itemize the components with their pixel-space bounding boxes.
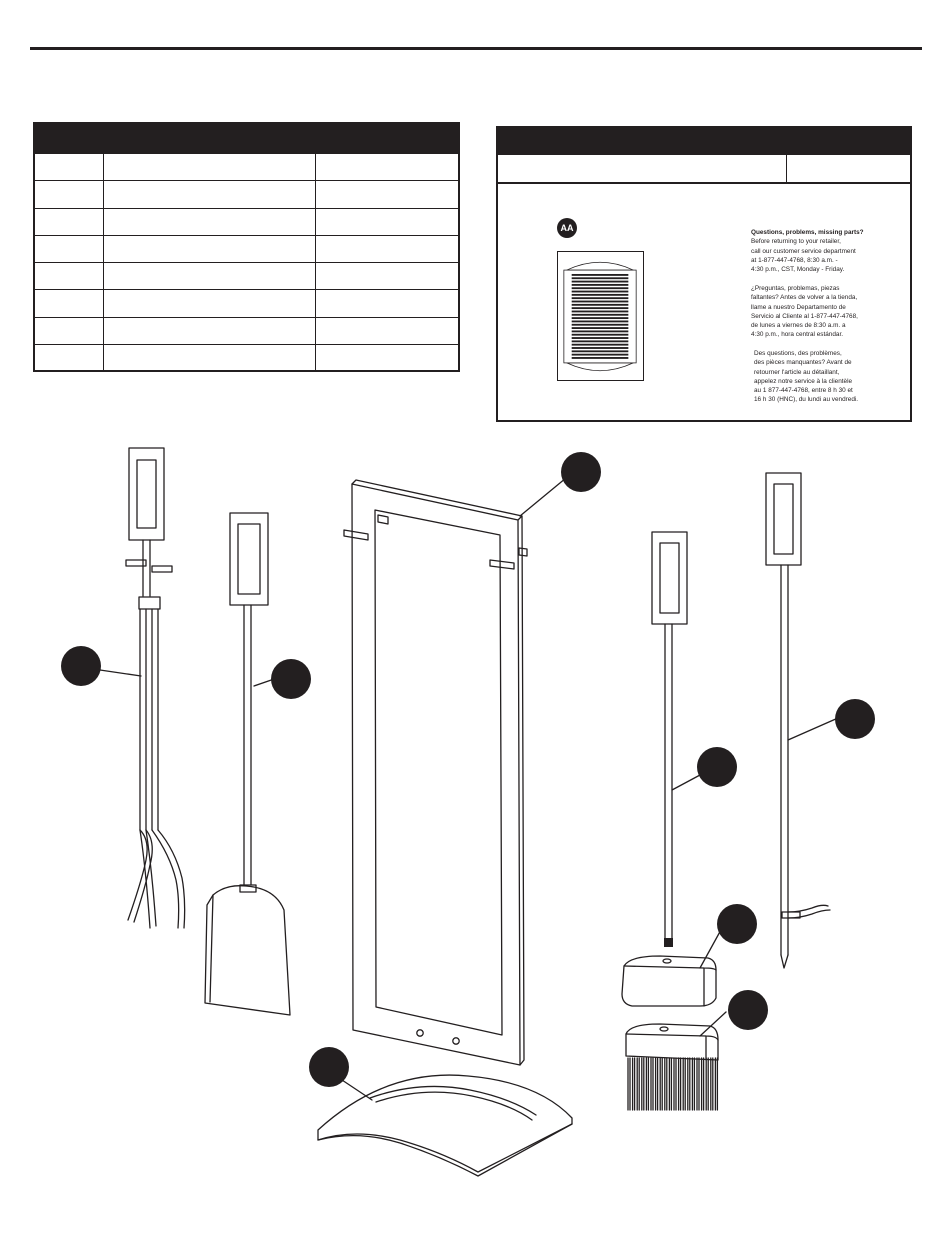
hardware-box-subrow (498, 155, 910, 184)
callout-brush-icon (728, 990, 768, 1030)
table-row (35, 316, 458, 345)
callout-stand-base-icon (309, 1047, 349, 1087)
bristle (687, 1057, 691, 1111)
brush-bristles-icon (625, 1011, 727, 1111)
screw-row (571, 353, 629, 356)
bristle (677, 1057, 682, 1111)
table-row (35, 153, 458, 181)
screw-row (571, 273, 629, 276)
callout-poker-icon (835, 699, 875, 739)
screw-row (571, 323, 629, 326)
help-text-french: Des questions, des problèmes, des pièces… (754, 350, 859, 404)
parts-list-table (33, 122, 460, 372)
screw-row (571, 350, 629, 353)
hardware-box (496, 126, 912, 422)
screw-row (571, 303, 629, 306)
screw-row (571, 313, 629, 316)
stand-frame-icon (343, 477, 567, 1066)
screw-row (571, 293, 629, 296)
screw-row (571, 280, 629, 283)
table-row (35, 289, 458, 317)
screw-row (571, 297, 629, 300)
screw-row (571, 340, 629, 343)
bristle (664, 1057, 668, 1111)
tongs-icon (125, 447, 186, 929)
bristle (659, 1057, 663, 1111)
bristle (627, 1057, 631, 1111)
table-row (35, 207, 458, 235)
screw-row (571, 277, 629, 280)
screw-pack-icon (557, 251, 644, 381)
bristle (691, 1057, 696, 1111)
screw-row (571, 310, 629, 313)
table-row (35, 262, 458, 290)
stand-base-icon (317, 1071, 573, 1177)
table-row (35, 180, 458, 208)
screw-row (571, 330, 629, 333)
broom-handle-tip-icon (664, 938, 673, 947)
help-text-english: Questions, problems, missing parts? Befo… (751, 229, 864, 274)
parts-table-header (35, 124, 458, 153)
bristle (654, 1057, 659, 1111)
callout-stand-frame-icon (561, 452, 601, 492)
bristle (631, 1057, 636, 1111)
screw-row (571, 307, 629, 310)
callout-broom-handle-icon (697, 747, 737, 787)
shovel-icon (204, 512, 291, 1016)
bristle (700, 1057, 705, 1111)
poker-icon (765, 472, 839, 969)
bristle (673, 1057, 677, 1111)
screw-row (571, 357, 629, 359)
screw-row (571, 290, 629, 293)
bristle (705, 1057, 709, 1111)
bristle (696, 1057, 700, 1111)
screw-row (571, 287, 629, 290)
hardware-badge: AA (557, 218, 577, 238)
screw-row (571, 283, 629, 286)
bristle (682, 1057, 686, 1111)
callout-tongs-icon (61, 646, 101, 686)
screw-row (571, 347, 629, 349)
screw-row (571, 320, 629, 323)
table-row (35, 344, 458, 372)
hardware-box-header (498, 128, 910, 155)
callout-broom-head-icon (717, 904, 757, 944)
screw-row (571, 327, 629, 329)
broom-handle-icon (651, 531, 701, 941)
screw-row (571, 333, 629, 336)
screw-row (571, 337, 629, 339)
callout-markers (61, 452, 875, 1087)
bristle (641, 1057, 645, 1111)
bristle (650, 1057, 654, 1111)
callout-shovel-icon (271, 659, 311, 699)
bristle (636, 1057, 640, 1111)
screw-row (571, 300, 629, 303)
bristle (645, 1057, 650, 1111)
bristle (714, 1057, 719, 1111)
screw-row (571, 343, 629, 346)
bristle (668, 1057, 673, 1111)
broom-head-icon (621, 927, 723, 1007)
top-rule (30, 47, 922, 50)
help-text-spanish: ¿Preguntas, problemas, piezas faltantes?… (751, 285, 858, 339)
screw-row (571, 317, 629, 320)
bristle (710, 1057, 714, 1111)
table-row (35, 234, 458, 263)
